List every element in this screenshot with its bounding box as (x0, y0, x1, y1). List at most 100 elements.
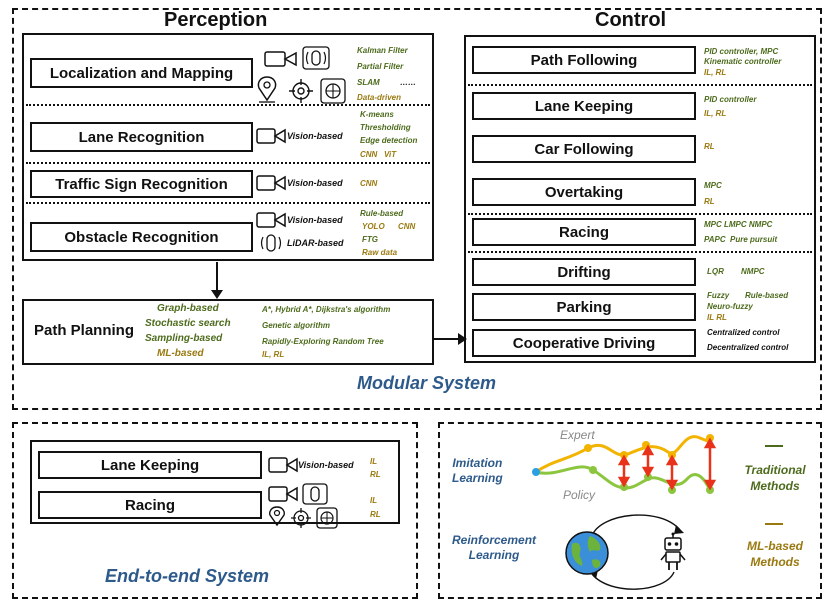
racing-box: Racing (472, 218, 696, 246)
e2e-method-il: IL (370, 457, 378, 466)
radar-icon (302, 483, 328, 505)
drifting-box: Drifting (472, 258, 696, 286)
location-pin-icon (269, 506, 285, 527)
control-method: MPC LMPC NMPC (704, 220, 773, 229)
earth-globe-icon (565, 531, 609, 575)
policy-label: Policy (563, 488, 596, 502)
planning-to-control-arrow (434, 333, 467, 345)
method-partial-filter: Partial Filter (357, 62, 404, 71)
perception-divider-1 (26, 104, 430, 106)
planning-method-il-rl: IL, RL (262, 350, 285, 359)
camera-icon (268, 486, 298, 502)
control-method: Fuzzy (707, 291, 730, 300)
path-planning-label: Path Planning (34, 322, 135, 339)
method-vit: ViT (384, 150, 397, 159)
control-method: RL (704, 142, 715, 151)
gps-target-icon (291, 508, 311, 528)
camera-icon (264, 51, 297, 67)
e2e-method-rl: RL (370, 510, 381, 519)
modular-system-frame (12, 8, 822, 410)
planning-ml-based: ML-based (157, 348, 204, 359)
camera-icon (256, 128, 286, 144)
method-cnn: CNN (398, 222, 416, 231)
control-method: PAPC (704, 235, 726, 244)
modular-system-title: Modular System (357, 373, 497, 393)
planning-stochastic-search: Stochastic search (145, 318, 231, 329)
lidar-icon (260, 234, 282, 252)
e2e-lane-keeping-box: Lane Keeping (38, 451, 262, 479)
e2e-method-il: IL (370, 496, 378, 505)
method-k-means: K-means (360, 110, 394, 119)
control-method: IL, RL (704, 109, 727, 118)
method-slam: SLAM (357, 78, 380, 87)
end-to-end-frame (12, 422, 418, 599)
perception-to-planning-arrow (211, 262, 223, 299)
perception-divider-3 (26, 202, 430, 204)
control-method: PID controller, MPC (704, 47, 779, 56)
legend-traditional: Traditional Methods (744, 463, 806, 493)
location-pin-icon (257, 76, 277, 103)
end-to-end-inner-frame (30, 440, 400, 524)
control-divider-1 (468, 84, 812, 86)
control-frame (464, 35, 816, 363)
planning-method-rrt: Rapidly-Exploring Random Tree (262, 337, 384, 346)
sensor-vision-based: Vision-based (287, 178, 343, 188)
sensor-vision-based: Vision-based (287, 131, 343, 141)
perception-title: Perception (164, 9, 268, 31)
method-yolo: YOLO (362, 222, 385, 231)
method-ellipsis: …… (400, 78, 416, 87)
sensor-vision-based: Vision-based (287, 215, 343, 225)
expert-label: Expert (560, 428, 595, 442)
localization-mapping-box: Localization and Mapping (30, 58, 253, 88)
cooperative-driving-box: Cooperative Driving (472, 329, 696, 357)
perception-frame (22, 33, 434, 261)
planning-graph-based: Graph-based (157, 303, 219, 314)
control-method: Decentralized control (707, 343, 789, 352)
robot-icon (660, 532, 686, 570)
planning-sampling-based: Sampling-based (145, 333, 223, 344)
car-following-box: Car Following (472, 135, 696, 163)
camera-icon (256, 175, 286, 191)
path-following-box: Path Following (472, 46, 696, 74)
control-method: MPC (704, 181, 722, 190)
camera-icon (268, 457, 298, 473)
method-cnn: CNN (360, 150, 378, 159)
path-planning-frame (22, 299, 434, 365)
end-to-end-title: End-to-end System (105, 566, 270, 586)
parking-box: Parking (472, 293, 696, 321)
method-ftg: FTG (362, 235, 378, 244)
overtaking-box: Overtaking (472, 178, 696, 206)
method-raw-data: Raw data (362, 248, 398, 257)
control-title: Control (595, 9, 667, 31)
obstacle-recognition-box: Obstacle Recognition (30, 222, 253, 252)
control-method: IL RL (707, 313, 727, 322)
method-thresholding: Thresholding (360, 123, 411, 132)
method-cnn: CNN (360, 179, 378, 188)
control-method: PID controller (704, 95, 757, 104)
method-edge-detection: Edge detection (360, 136, 418, 145)
environment-cycle-arrows (588, 514, 684, 590)
control-method: Pure pursuit (730, 235, 778, 244)
control-method: NMPC (741, 267, 765, 276)
gps-target-icon (289, 79, 313, 103)
compass-icon (316, 507, 338, 529)
camera-icon (256, 212, 286, 228)
sensor-vision-based: Vision-based (298, 460, 354, 470)
imitation-learning-label: Imitation Learning (452, 456, 503, 485)
control-method: Kinematic controller (704, 57, 782, 66)
traffic-sign-recognition-box: Traffic Sign Recognition (30, 170, 253, 198)
control-divider-2 (468, 213, 812, 215)
method-data-driven: Data-driven (357, 93, 402, 102)
learning-frame (438, 422, 822, 599)
sensor-lidar-based: LiDAR-based (287, 238, 344, 248)
legend-ml-swatch (765, 523, 783, 525)
perception-divider-2 (26, 162, 430, 164)
radar-icon (302, 46, 330, 70)
planning-method-genetic: Genetic algorithm (262, 321, 331, 330)
control-method: LQR (707, 267, 724, 276)
control-method: RL (704, 197, 715, 206)
method-kalman-filter: Kalman Filter (357, 46, 408, 55)
e2e-racing-box: Racing (38, 491, 262, 519)
reinforcement-learning-label: Reinforcement Learning (452, 533, 537, 562)
planning-method-astar: A*, Hybrid A*, Dijkstra's algorithm (262, 305, 391, 314)
